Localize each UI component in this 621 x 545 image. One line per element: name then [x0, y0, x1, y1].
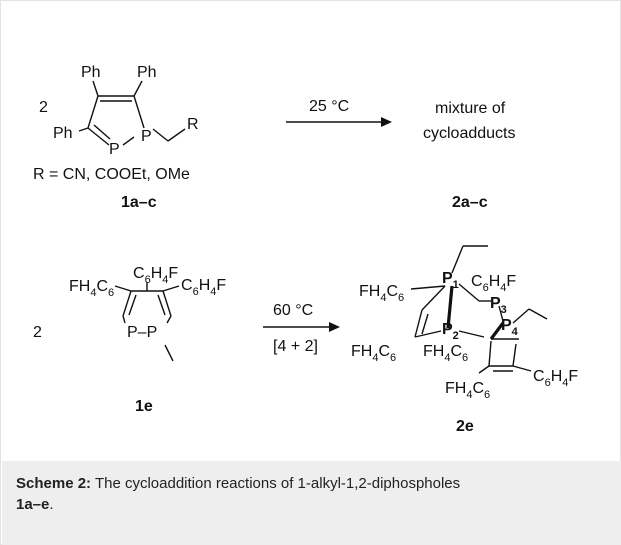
p-p-label: P–P — [127, 324, 157, 341]
product-c6h4f-bottom-right-label: C6H4F — [533, 368, 578, 389]
r-group-label: R — [187, 116, 199, 133]
bottom-product-structure — [410, 245, 548, 374]
product-fh4c6-middle-label: FH4C6 — [423, 343, 468, 364]
p4-label: P4 — [501, 317, 519, 338]
condition-bottom-type: [4 + 2] — [273, 338, 318, 355]
r-definition: R = CN, COOEt, OMe — [33, 166, 190, 183]
caption-compounds: 1a–e — [16, 496, 50, 513]
scheme-caption: Scheme 2: The cycloaddition reactions of… — [16, 473, 606, 515]
p1-label: P1 — [442, 270, 459, 291]
caption-end: . — [49, 496, 54, 513]
caption-scheme-label: Scheme 2: — [16, 475, 92, 492]
arrow-bottom — [263, 322, 340, 332]
product-fh4c6-lower-left-label: FH4C6 — [351, 343, 396, 364]
product-fh4c6-bottom-label: FH4C6 — [445, 380, 490, 401]
caption-text: The cycloaddition reactions of 1-alkyl-1… — [91, 475, 461, 492]
p-chain-label: P — [141, 128, 152, 145]
p3-label: P3 — [490, 295, 507, 316]
caption-box: Scheme 2: The cycloaddition reactions of… — [2, 461, 621, 545]
condition-top: 25 °C — [309, 98, 349, 115]
bottom-reactant-structure — [114, 282, 180, 362]
ph-top-right-label: Ph — [137, 64, 157, 81]
arrow-top — [286, 117, 392, 127]
product-line2: cycloadducts — [423, 125, 516, 142]
c6h4f-top-label: C6H4F — [133, 265, 178, 286]
p2-label: P2 — [442, 321, 459, 342]
c6h4f-right-label: C6H4F — [181, 277, 226, 298]
fh4c6-left-label: FH4C6 — [69, 278, 114, 299]
reactant-label-1a-c: 1a–c — [121, 194, 157, 211]
coefficient-bottom: 2 — [33, 324, 42, 341]
product-label-2e: 2e — [456, 418, 474, 435]
ph-top-left-label: Ph — [81, 64, 101, 81]
p-ring-label: P — [109, 141, 120, 158]
condition-bottom-temp: 60 °C — [273, 302, 313, 319]
top-reactant-structure — [78, 80, 186, 146]
reaction-scheme-drawing: 2 Ph Ph Ph P P R R = CN, COOEt, OMe 1a–c… — [33, 64, 578, 435]
product-fh4c6-upper-left-label: FH4C6 — [359, 283, 404, 304]
reactant-label-1e: 1e — [135, 398, 153, 415]
product-c6h4f-top-label: C6H4F — [471, 273, 516, 294]
product-label-2a-c: 2a–c — [452, 194, 488, 211]
coefficient-top: 2 — [39, 99, 48, 116]
product-line1: mixture of — [435, 100, 506, 117]
ph-bottom-left-label: Ph — [53, 125, 73, 142]
